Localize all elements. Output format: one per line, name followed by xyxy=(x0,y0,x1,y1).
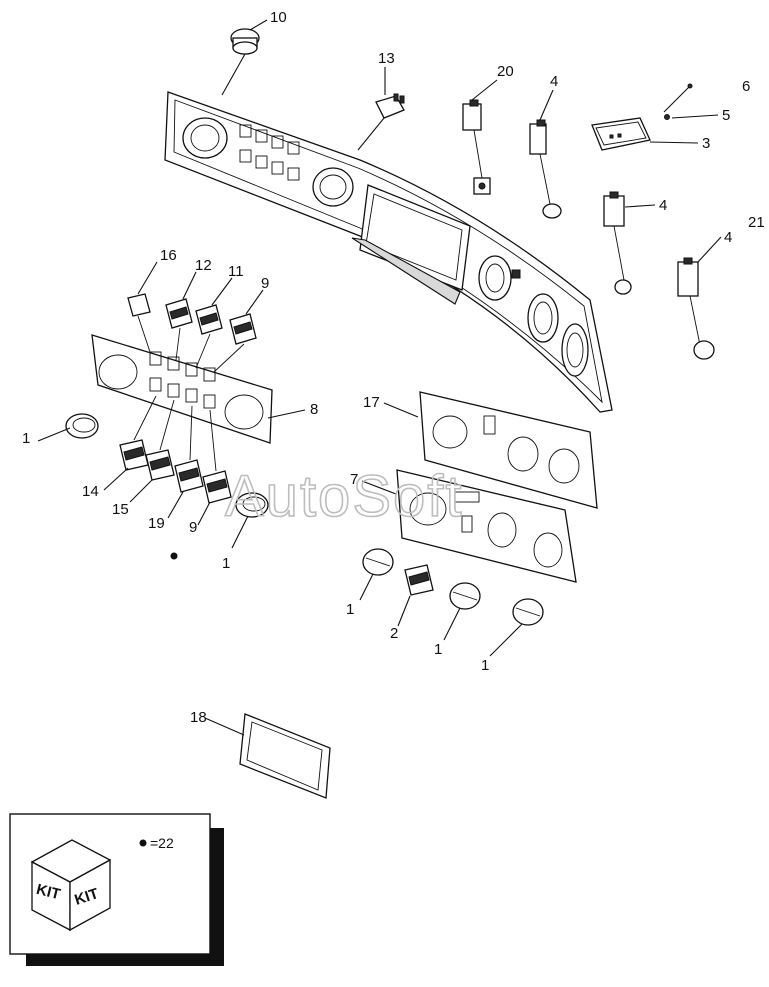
callout-3: 3 xyxy=(702,135,710,152)
callout-12: 12 xyxy=(195,257,212,274)
kit-box-icon: KIT KIT xyxy=(30,839,112,932)
callout-5: 5 xyxy=(722,107,730,124)
callout-10: 10 xyxy=(270,9,287,26)
part-6-screw xyxy=(663,83,693,113)
dash-panel xyxy=(164,91,613,413)
gasket-18 xyxy=(239,713,331,799)
part-10-connector xyxy=(221,28,260,96)
callout-19: 19 xyxy=(148,515,165,532)
rocker-switch-12 xyxy=(165,298,193,361)
callout-1-right-a: 1 xyxy=(346,601,354,618)
bezel-17 xyxy=(419,391,598,509)
part-5-washer xyxy=(664,114,670,120)
kit-dot-marker xyxy=(170,552,178,560)
panel-switch-grid xyxy=(239,124,300,181)
callout-13: 13 xyxy=(378,50,395,67)
bezel-7 xyxy=(396,469,577,583)
leader-lines xyxy=(37,19,722,736)
switch-bezel-8 xyxy=(91,334,273,444)
knob-right-1d xyxy=(449,582,481,610)
rocker-switch-9-top xyxy=(213,313,257,373)
callout-9-bottom: 9 xyxy=(189,519,197,536)
callout-9-top: 9 xyxy=(261,275,269,292)
legend-dot-icon xyxy=(139,839,147,847)
callout-1-right-c: 1 xyxy=(481,657,489,674)
callout-1-left: 1 xyxy=(22,430,30,447)
part-3-module xyxy=(591,117,651,151)
legend-dot-note: =22 xyxy=(150,835,174,851)
part-4-sensor-right xyxy=(677,257,715,360)
knob-right-1c xyxy=(362,548,394,576)
callout-18: 18 xyxy=(190,709,207,726)
rocker-switch-16 xyxy=(127,293,151,353)
knob-right-1e xyxy=(512,598,544,626)
part-4-sensor-top xyxy=(529,119,562,219)
callout-1-right-b: 1 xyxy=(434,641,442,658)
rocker-switch-9-bottom xyxy=(202,409,232,504)
callout-2: 2 xyxy=(390,625,398,642)
callout-11: 11 xyxy=(228,263,244,280)
part-4-sensor-middle xyxy=(603,191,632,295)
callout-7: 7 xyxy=(350,471,358,488)
callout-17: 17 xyxy=(363,394,380,411)
callout-14: 14 xyxy=(82,483,99,500)
knob-left-1b xyxy=(235,492,269,518)
callout-4-right: 4 xyxy=(724,229,732,246)
callout-8: 8 xyxy=(310,401,318,418)
callout-21: 21 xyxy=(748,214,765,231)
kit-label-left: KIT xyxy=(34,881,62,903)
callout-labels: 10 13 20 4 6 5 3 4 21 4 16 12 11 9 8 1 1… xyxy=(22,9,765,726)
rocker-switch-14 xyxy=(119,395,157,471)
callout-20: 20 xyxy=(497,63,514,80)
rocker-switch-11 xyxy=(195,304,223,369)
rocker-switch-19 xyxy=(174,405,204,493)
part-13-switch xyxy=(357,93,405,151)
rocker-switch-2 xyxy=(404,564,434,596)
part-20-sensor xyxy=(462,99,491,195)
callout-6: 6 xyxy=(742,78,750,95)
knob-left-1a xyxy=(65,413,99,439)
kit-label-right: KIT xyxy=(73,885,101,909)
callout-4-top: 4 xyxy=(550,73,558,90)
callout-4-middle: 4 xyxy=(659,197,667,214)
watermark: AutoSoft xyxy=(225,464,463,529)
rocker-switch-15 xyxy=(145,399,175,481)
callout-16: 16 xyxy=(160,247,177,264)
callout-1-bottom: 1 xyxy=(222,555,230,572)
callout-15: 15 xyxy=(112,501,129,518)
kit-legend: KIT KIT =22 xyxy=(9,813,224,966)
